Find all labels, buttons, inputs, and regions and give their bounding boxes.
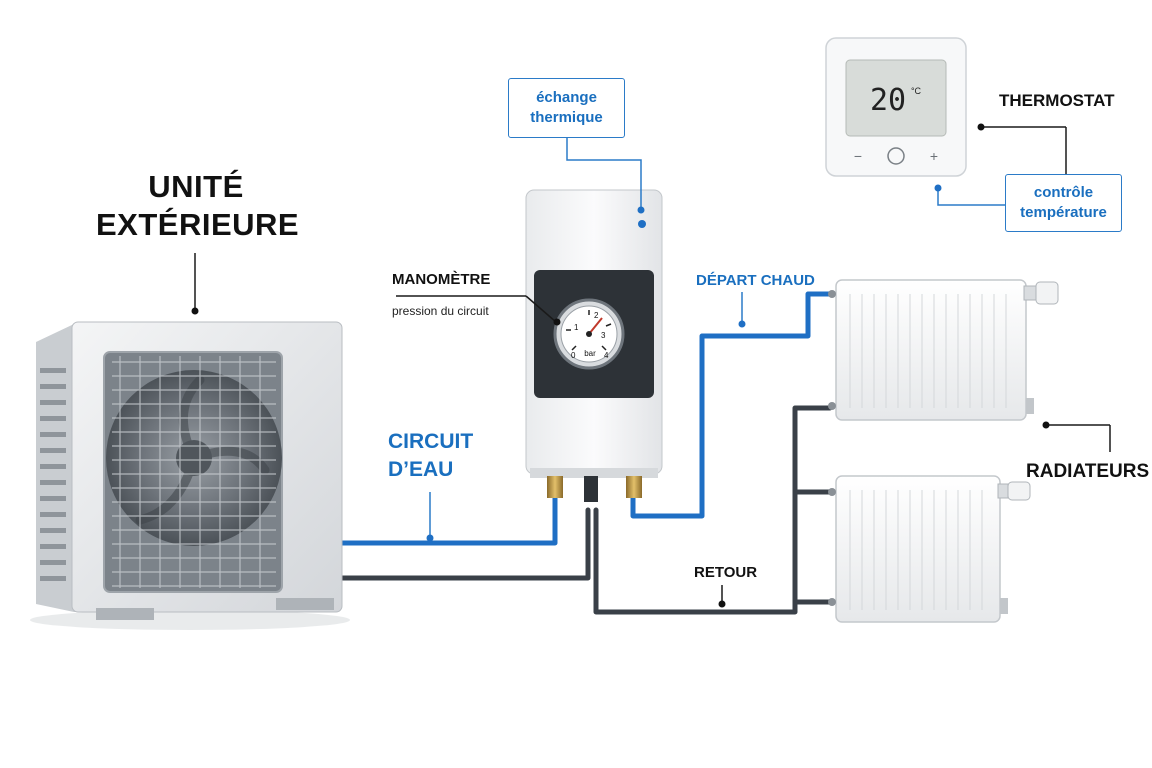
thermostat-temperature: 20	[870, 83, 906, 118]
flow-pipe	[339, 291, 835, 546]
circuit-eau-line2: D’EAU	[388, 458, 454, 481]
heat-exchange-line1: échange	[536, 89, 597, 106]
circuit-eau-label: CIRCUIT D’EAU	[388, 428, 473, 484]
pressure-gauge	[553, 298, 625, 370]
gauge-tick-0: 0	[571, 351, 576, 360]
outdoor-unit-label-line2: EXTÉRIEURE	[96, 207, 300, 242]
thermostat-minus-button[interactable]: −	[854, 148, 862, 164]
gauge-tick-1: 1	[574, 323, 579, 332]
radiator-bottom	[828, 475, 1031, 623]
radiator-top	[828, 279, 1059, 421]
temp-control-line1: contrôle	[1033, 184, 1094, 201]
thermostat-plus-button[interactable]: +	[930, 148, 938, 164]
manometer-subtitle: pression du circuit	[392, 304, 489, 318]
heat-exchange-line2: thermique	[530, 109, 603, 126]
outdoor-unit-label: UNITÉ EXTÉRIEURE	[96, 168, 300, 244]
gauge-tick-3: 3	[601, 331, 606, 340]
temp-control-line2: température	[1020, 204, 1107, 221]
gauge-tick-4: 4	[604, 351, 609, 360]
outdoor-unit-label-line1: UNITÉ	[148, 169, 244, 204]
thermostat-label: THERMOSTAT	[999, 91, 1115, 110]
thermostat-unit: °C	[911, 86, 922, 96]
retour-label: RETOUR	[694, 564, 758, 581]
radiateurs-label: RADIATEURS	[1026, 461, 1150, 482]
fan-grille	[112, 356, 276, 588]
blue-leaders	[429, 138, 1006, 536]
thermostat-device	[825, 37, 967, 177]
heat-exchange-callout: échange thermique	[508, 78, 625, 138]
manometer-title: MANOMÈTRE	[392, 271, 491, 288]
leader-lines	[194, 126, 1111, 604]
gauge-tick-2: 2	[594, 311, 599, 320]
depart-chaud-label: DÉPART CHAUD	[696, 272, 815, 289]
gauge-unit: bar	[584, 349, 596, 358]
side-vents	[40, 368, 66, 581]
return-pipe	[339, 405, 833, 615]
outdoor-unit	[30, 321, 350, 630]
pipe-fittings	[547, 476, 642, 502]
temp-control-callout: contrôle température	[1005, 174, 1122, 232]
leader-dots	[191, 123, 1050, 608]
circuit-eau-line1: CIRCUIT	[388, 430, 474, 453]
thermostat-center-button[interactable]	[887, 147, 905, 165]
